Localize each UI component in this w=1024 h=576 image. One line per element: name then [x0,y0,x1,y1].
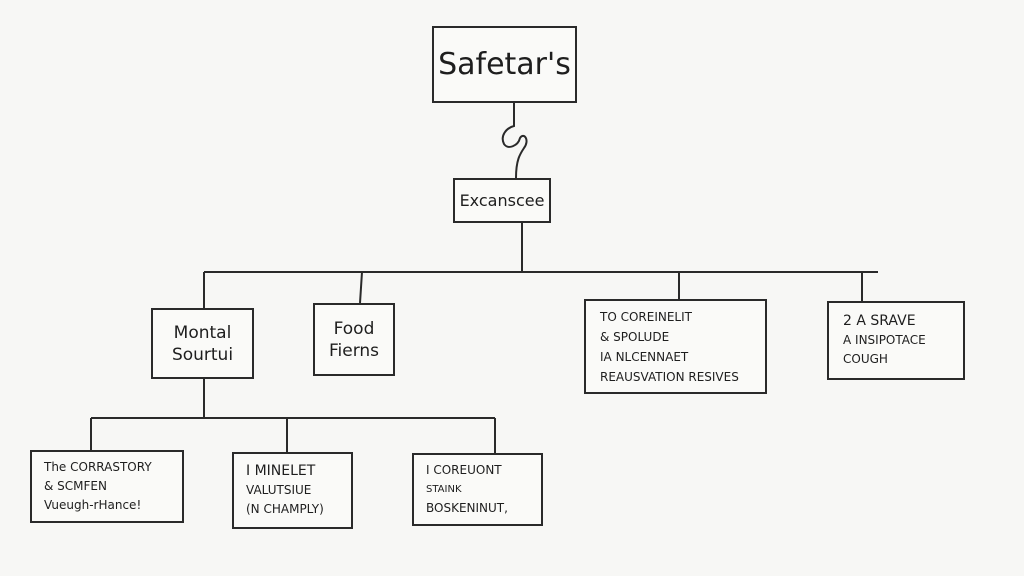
node-label: Safetar's [438,47,571,82]
node-line: TO COREINELIT [600,309,692,324]
node-level3-corrastory: The CORRASTORY & SCMFEN Vueugh-rHance! [30,450,184,523]
node-line: 2 A SRAVE [843,313,916,329]
node-line: Montal [173,322,232,343]
node-line: & SPOLUDE [600,329,670,344]
node-label: Excanscee [459,191,545,210]
node-line: & SCMFEN [44,479,107,493]
node-line: STAINK [426,484,462,495]
node-line: The CORRASTORY [44,460,152,474]
node-line: I MINELET [246,463,316,479]
node-line: BOSKENINUT, [426,501,508,515]
node-line: VALUTSIUE [246,483,312,497]
node-line: IA NLCENNAET [600,349,689,364]
node-line: Vueugh-rHance! [44,498,142,512]
node-level2-coreinelit: TO COREINELIT & SPOLUDE IA NLCENNAET REA… [584,299,767,394]
node-line: A INSIPOTACE [843,333,926,347]
connector-l3-drops [90,418,496,453]
node-level2-srave: 2 A SRAVE A INSIPOTACE COUGH [827,301,965,380]
node-level1: Excanscee [453,178,551,223]
node-level3-coreuont: I COREUONT STAINK BOSKENINUT, [412,453,543,526]
node-root: Safetar's [432,26,577,103]
node-level2-food: Food Fierns [313,303,395,376]
node-line: Sourtui [171,344,234,365]
node-line: (N CHAMPLY) [246,502,324,516]
node-level3-minelet: I MINELET VALUTSIUE (N CHAMPLY) [232,452,353,529]
node-level2-montal: Montal Sourtui [151,308,254,379]
node-line: I COREUONT [426,463,502,477]
node-line: Fierns [328,340,380,361]
node-line: COUGH [843,352,888,366]
node-line: REAUSVATION RESIVES [600,369,739,384]
node-line: Food [333,318,375,339]
connector-l2-drops [203,271,863,308]
curly-connector [501,102,528,179]
